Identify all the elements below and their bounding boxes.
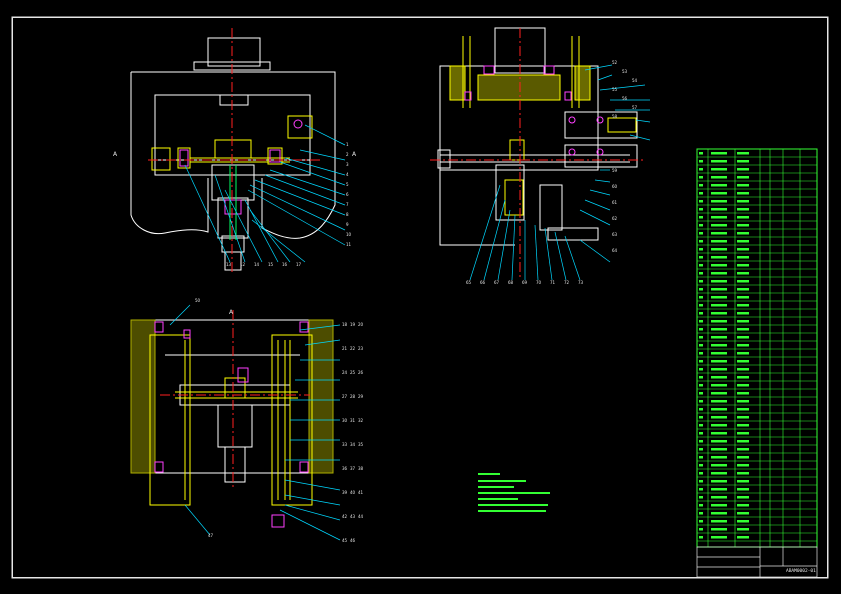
top-view [130,304,341,541]
balloon-icon: 43 [350,514,356,519]
balloon-icon: 23 [358,346,364,351]
section-mark-icon: A [352,151,357,158]
balloon-icon: 62 [612,216,618,221]
section-marks: A A A [113,151,357,316]
section-mark-icon: A [229,309,234,316]
balloon-icon: 67 [494,280,500,285]
balloon-icon: 47 [208,533,214,538]
balloon-icon: 35 [358,442,364,447]
balloon-icon: 41 [358,490,364,495]
balloon-icon: 42 [342,514,348,519]
balloon-icon: 54 [632,78,638,83]
balloon-icon: 57 [632,105,638,110]
sheet-frame [11,16,829,579]
balloon-icon: 38 [358,466,364,471]
balloon-icon: 50 [195,298,201,303]
technical-notes [478,473,550,512]
balloon-icon: 60 [612,184,618,189]
balloon-icon: 58 [612,114,618,119]
balloon-icon: 40 [350,490,356,495]
front-view [130,28,346,275]
balloon-icon: 7 [346,202,349,207]
balloon-icon: 56 [622,96,628,101]
balloon-icon: 19 [350,322,356,327]
balloon-icon: 24 [342,370,348,375]
balloon-icon: 66 [480,280,486,285]
balloon-icon: 10 [346,232,352,237]
balloon-icon: 37 [350,466,356,471]
balloon-icon: 30 [342,418,348,423]
balloon-icon: 64 [612,248,618,253]
balloon-icon: 11 [346,242,352,247]
balloon-icon: 71 [550,280,556,285]
balloon-icon: 27 [342,394,348,399]
balloon-icon: 18 [342,322,348,327]
balloon-icon: 68 [508,280,514,285]
balloon-icon: 3 [346,162,349,167]
balloon-icon: 25 [350,370,356,375]
balloon-icon: 55 [612,87,618,92]
balloon-icon: 59 [612,168,618,173]
balloon-icon: 34 [350,442,356,447]
balloon-icon: 16 [282,262,288,267]
balloon-icon: 1 [346,142,349,147]
balloon-icon: 26 [358,370,364,375]
balloon-icon: 28 [350,394,356,399]
balloon-icon: 17 [296,262,302,267]
balloon-icon: 63 [612,232,618,237]
drawing-number: ABAM0002-01 [786,568,816,574]
parts-list-table [696,148,818,548]
balloon-icon: 36 [342,466,348,471]
balloon-icon: 21 [342,346,348,351]
balloon-icon: 8 [346,212,349,217]
balloon-icon: 52 [612,60,618,65]
balloon-icon: 9 [346,222,349,227]
balloon-icon: 33 [342,442,348,447]
section-mark-icon: A [113,151,118,158]
balloon-icon: 5 [346,182,349,187]
balloon-icon: 29 [358,394,364,399]
balloon-icon: 14 [254,262,260,267]
balloon-icon: 2 [346,152,349,157]
balloon-icon: 22 [350,346,356,351]
side-view [430,27,651,281]
balloon-icon: 12 [240,262,246,267]
balloon-icon: 53 [622,69,628,74]
balloon-icon: 69 [522,280,528,285]
balloon-icon: 72 [564,280,570,285]
balloon-icon: 45 [342,538,348,543]
balloon-icon: 13 [226,262,232,267]
balloon-icon: 46 [350,538,356,543]
balloon-icon: 70 [536,280,542,285]
balloon-icon: 31 [350,418,356,423]
balloon-icon: 32 [358,418,364,423]
balloon-icon: 6 [346,192,349,197]
balloon-icon: 65 [466,280,472,285]
balloon-icon: 15 [268,262,274,267]
balloon-icon: 4 [346,172,349,177]
balloon-icon: 61 [612,200,618,205]
balloon-icon: 20 [358,322,364,327]
balloon-icon: 44 [358,514,364,519]
balloon-icon: 39 [342,490,348,495]
balloon-icon: 73 [578,280,584,285]
